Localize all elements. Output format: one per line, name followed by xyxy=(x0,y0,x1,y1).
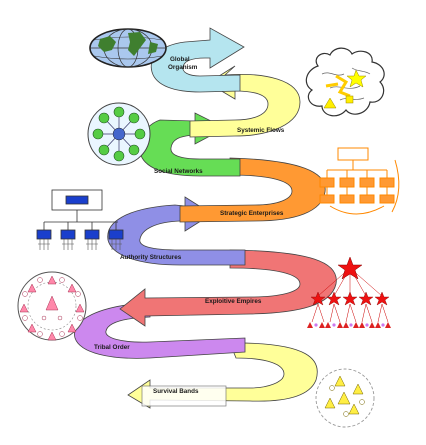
enterprise-org-chart-icon xyxy=(319,147,400,215)
survival-band-icon xyxy=(315,368,375,428)
social-network-icon xyxy=(87,102,151,166)
label-exploitive-empires: Exploitive Empires xyxy=(205,298,262,305)
ribbon-exploitive-empires xyxy=(119,249,337,327)
authority-hierarchy-icon xyxy=(36,189,124,250)
brain-icon xyxy=(305,47,385,117)
label-authority-structures: Authority Structures xyxy=(120,254,182,261)
label-social-networks: Social Networks xyxy=(154,168,203,175)
label-systemic-flows: Systemic Flows xyxy=(237,127,285,134)
globe-icon xyxy=(89,28,167,68)
tribal-circle-icon xyxy=(17,271,87,341)
ribbon-global-organism xyxy=(150,27,245,93)
label-global-organism-line2: Organism xyxy=(168,64,198,71)
survival-bands-box xyxy=(141,385,227,407)
empire-stars-icon xyxy=(307,256,391,328)
label-tribal-order: Tribal Order xyxy=(94,344,130,351)
label-global-organism-line1: Global xyxy=(170,56,190,63)
label-strategic-enterprises: Strategic Enterprises xyxy=(220,210,284,217)
label-survival-bands: Survival Bands xyxy=(153,388,199,395)
ribbon-strategic-enterprises xyxy=(179,157,326,223)
